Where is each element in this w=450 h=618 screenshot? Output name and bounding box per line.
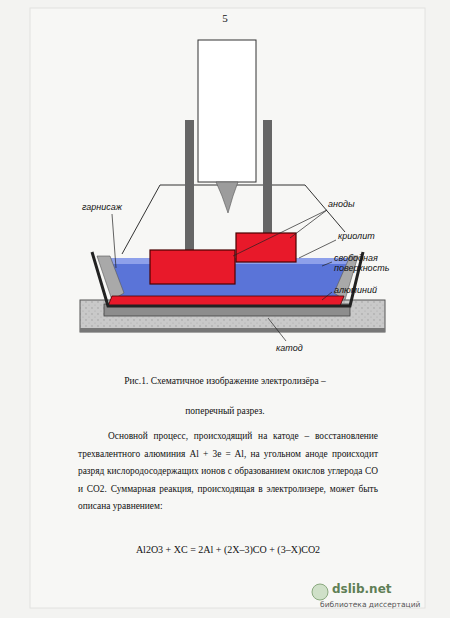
crust-breaker bbox=[216, 182, 238, 213]
paper-sheet bbox=[30, 8, 425, 608]
leader-lines bbox=[112, 210, 336, 341]
reaction-equation: Al2O3 + XC = 2Al + (2X–3)CO + (3–X)CO2 bbox=[78, 544, 378, 555]
body-paragraph: Основной процесс, происходящий на катоде… bbox=[78, 428, 378, 516]
watermark-icon bbox=[312, 584, 328, 600]
anode-rod bbox=[263, 120, 272, 234]
part-label: свободная поверхность bbox=[334, 253, 394, 273]
part-label: криолит bbox=[338, 231, 375, 241]
page-number: 5 bbox=[215, 12, 235, 24]
figure-caption: Рис.1. Схематичное изображение электроли… bbox=[110, 366, 340, 426]
part-label: аноды bbox=[328, 199, 355, 209]
part-label: гарнисаж bbox=[82, 202, 122, 212]
anode-rod bbox=[185, 120, 194, 252]
watermark: dslib.net bbox=[332, 582, 392, 596]
part-label: алюминий bbox=[334, 285, 377, 295]
watermark: библиотека диссертаций bbox=[320, 600, 420, 609]
base-bottom bbox=[80, 328, 385, 332]
part-label: катод bbox=[276, 343, 303, 353]
anode-block bbox=[236, 233, 296, 262]
feeder-housing bbox=[198, 40, 256, 182]
anode-block bbox=[150, 250, 235, 284]
